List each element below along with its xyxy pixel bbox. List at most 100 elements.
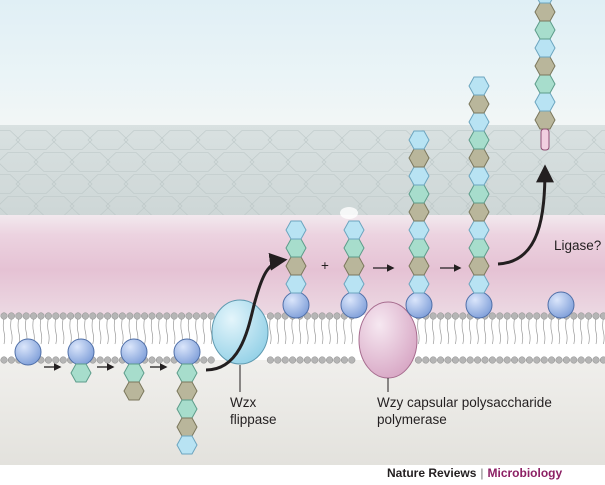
lipid-head (303, 356, 311, 364)
lipid-head (585, 356, 593, 364)
lipid-head (444, 312, 452, 320)
lipid-tail (158, 317, 161, 345)
lipid-head (0, 312, 8, 320)
lipid-head (133, 312, 141, 320)
plus-sign: + (321, 258, 329, 273)
lipid-head (511, 312, 519, 320)
lipid-head (414, 356, 422, 364)
lipid-tail (269, 317, 272, 345)
texture-hex (123, 130, 165, 150)
lipid-head (266, 312, 274, 320)
lipid-tail (506, 317, 509, 345)
sugar-hexagon (534, 20, 556, 40)
lipid-head (67, 312, 75, 320)
sugar-hexagon (468, 94, 490, 114)
lipid-tail (321, 317, 324, 345)
lipid-head (22, 312, 30, 320)
lipid-head (303, 312, 311, 320)
lipid-tail (446, 317, 450, 345)
sugar-hexagon (123, 381, 145, 401)
sugar-hexagon (468, 130, 490, 150)
sugar-hexagon (176, 435, 198, 455)
texture-hex (285, 152, 327, 172)
lipid-head (81, 312, 89, 320)
lipid-head (437, 356, 445, 364)
lipid-carrier-sugar (67, 338, 95, 366)
lipid-tail (528, 317, 531, 345)
lipid-tail (2, 317, 6, 345)
texture-hex (339, 130, 381, 150)
lipid-tail (483, 317, 487, 345)
wzy-polymerase-protein (358, 301, 418, 379)
lipid-head (89, 312, 97, 320)
sugar-hexagon (408, 274, 430, 294)
lipid-carrier-sugar (282, 291, 310, 319)
lipid-head (548, 356, 556, 364)
sugar-hexagon (285, 220, 307, 240)
lipid-tail (476, 317, 479, 345)
journal-name: Nature Reviews (387, 466, 477, 480)
ligase-arrow (497, 164, 554, 266)
texture-hex (0, 174, 21, 194)
texture-hex (465, 152, 507, 172)
lipid-head (437, 312, 445, 320)
flip-arrow (205, 252, 288, 372)
texture-hex (537, 152, 579, 172)
texture-hex (0, 152, 39, 172)
lipid-tail (491, 317, 494, 345)
cytoplasm-layer (0, 360, 605, 465)
sugar-hexagon (408, 166, 430, 186)
texture-hex (105, 152, 147, 172)
lipid-head (525, 312, 533, 320)
lipid-head (200, 312, 208, 320)
ligase-label: Ligase? (554, 238, 601, 253)
lipid-tail (350, 317, 353, 345)
lipid-head (540, 312, 548, 320)
texture-hex (375, 174, 417, 194)
lipid-head (74, 312, 82, 320)
lipid-head (496, 312, 504, 320)
lipid-tail (587, 317, 590, 345)
lipid-tail (417, 317, 420, 345)
sugar-hexagon (408, 130, 430, 150)
texture-hex (519, 130, 561, 150)
lipid-head (155, 312, 163, 320)
sugar-hexagon (534, 92, 556, 112)
sugar-hexagon (468, 238, 490, 258)
lipid-tail (335, 317, 339, 345)
lipid-head (518, 356, 526, 364)
lipid-head (459, 312, 467, 320)
lipid-head (333, 312, 341, 320)
lipid-head (274, 312, 282, 320)
lipid-head (200, 356, 208, 364)
lipid-tail (150, 317, 154, 345)
lipid-head (163, 312, 171, 320)
extracellular-space (0, 0, 605, 125)
lipid-head (562, 356, 570, 364)
texture-hex (303, 130, 345, 150)
sugar-hexagon (468, 220, 490, 240)
lipid-head (481, 356, 489, 364)
lipid-tail (54, 317, 57, 345)
texture-hex (555, 130, 597, 150)
texture-hex (15, 174, 57, 194)
sugar-hexagon (534, 38, 556, 58)
lipid-head (96, 312, 104, 320)
texture-hex (591, 174, 605, 194)
sugar-hexagon (468, 76, 490, 96)
lipid-head (599, 312, 605, 320)
lipid-head (185, 312, 193, 320)
lipid-tail (520, 317, 524, 345)
lipid-head (503, 312, 511, 320)
lipid-head (163, 356, 171, 364)
sugar-hexagon (343, 274, 365, 294)
lipid-head (503, 356, 511, 364)
lipid-tail (10, 317, 13, 345)
lipid-head (148, 356, 156, 364)
lipid-head (104, 312, 112, 320)
sugar-hexagon (123, 363, 145, 383)
lipid-head (474, 356, 482, 364)
lipid-head (141, 312, 149, 320)
lipid-head (577, 356, 585, 364)
texture-hex (195, 174, 237, 194)
